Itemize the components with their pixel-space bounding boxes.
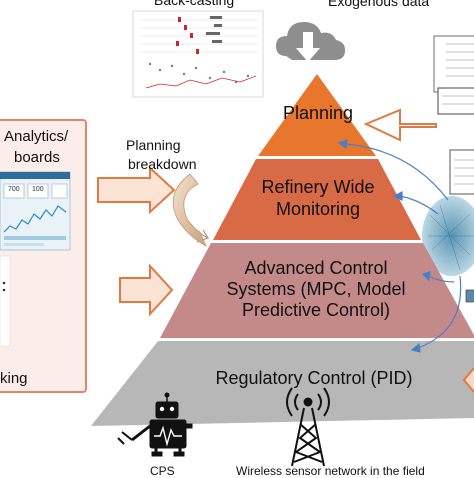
dashboard-screenshot xyxy=(0,171,71,251)
arrow-into-planning xyxy=(363,108,437,142)
back-casting-label: Back-casting xyxy=(154,0,235,8)
cloud-download-icon xyxy=(276,22,346,62)
planning-breakdown-line1: Planning xyxy=(126,137,181,153)
tier-planning xyxy=(258,74,376,156)
back-casting-thumbnail xyxy=(132,10,264,98)
tier-refinery-monitoring xyxy=(213,159,421,240)
dashboard-value-1: 700 xyxy=(8,186,20,193)
pyramid xyxy=(91,74,474,426)
blue-connector-curves xyxy=(337,139,462,353)
planning-breakdown-arrow xyxy=(172,173,210,247)
right-document-thumbnails xyxy=(433,35,474,195)
wireless-tower-icon xyxy=(286,387,330,467)
tier-label-regulatory-control: Regulatory Control (PID) xyxy=(215,368,413,388)
dashboard-value-2: 100 xyxy=(32,186,44,193)
tier-regulatory-control xyxy=(91,341,474,426)
outline-arrows xyxy=(97,108,474,393)
bottom-label-cps: CPS xyxy=(150,464,175,478)
arrow-into-advanced-control xyxy=(119,263,174,317)
analytics-label-line1: Analytics/ xyxy=(4,128,69,145)
robot-icon xyxy=(117,392,193,457)
tier-label-advanced-control: Advanced Control Systems (MPC, Model Pre… xyxy=(226,258,406,320)
planning-breakdown-line2: breakdown xyxy=(128,156,197,172)
arrow-right-edge xyxy=(462,367,474,393)
bottom-label-wireless: Wireless sensor network in the field xyxy=(236,464,425,478)
exogenous-data-label: Exogenous data xyxy=(328,0,430,9)
tier-label-planning: Planning xyxy=(282,103,354,123)
analytics-label-line2: boards xyxy=(14,149,60,166)
left-analytics-panel xyxy=(0,119,87,393)
tier-advanced-control xyxy=(160,243,474,338)
tier-label-refinery-monitoring: Refinery Wide Monitoring xyxy=(261,177,375,219)
arrow-into-monitoring xyxy=(97,165,176,215)
left-bottom-label: king xyxy=(0,370,28,387)
network-graph-image xyxy=(422,196,474,303)
